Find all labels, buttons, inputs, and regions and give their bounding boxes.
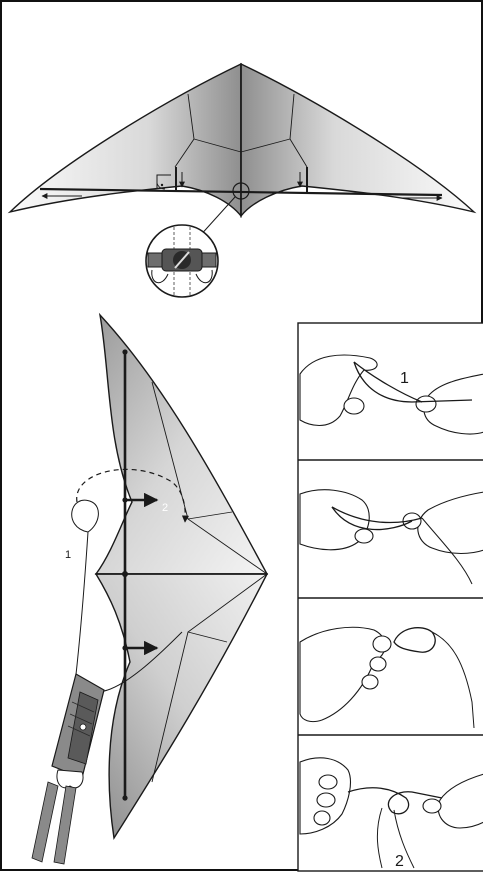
bridle-line: [96, 631, 183, 693]
lower-wing-sail: [94, 573, 269, 840]
kite-side-view: 2 1: [31, 312, 269, 865]
knot-step-2-illustration: [299, 489, 483, 585]
left-inner-seam: [193, 138, 242, 153]
zoom-detail-icon: [145, 224, 219, 298]
lower-tip-seam: [187, 631, 228, 643]
fold-direction-arrow: [76, 468, 190, 523]
knot-step-4-label: 2: [395, 853, 404, 870]
right-inner-seam: [240, 138, 291, 153]
center-connector-marker: [232, 182, 250, 200]
left-wing-sail: [7, 62, 242, 219]
fold-step-label: 2: [162, 502, 168, 514]
detail-leader-line: [197, 196, 236, 239]
upper-tip-seam: [187, 511, 233, 520]
knot-step-1-illustration: 1: [299, 354, 483, 435]
lower-spreader: [39, 187, 443, 197]
knot-steps-panel: 1: [297, 322, 483, 872]
right-angle-icon: [156, 174, 171, 190]
flying-line-loop: [71, 499, 99, 533]
line-winder-handle: [31, 673, 105, 865]
knot-step-1-label: 1: [400, 370, 409, 387]
kite-front-view: [7, 62, 477, 298]
line-step-label: 1: [65, 549, 71, 561]
upper-wing-sail: [94, 312, 269, 575]
flying-line: [73, 531, 89, 693]
knot-step-4-illustration: 2: [299, 757, 483, 870]
knot-step-3-illustration: [299, 626, 475, 729]
